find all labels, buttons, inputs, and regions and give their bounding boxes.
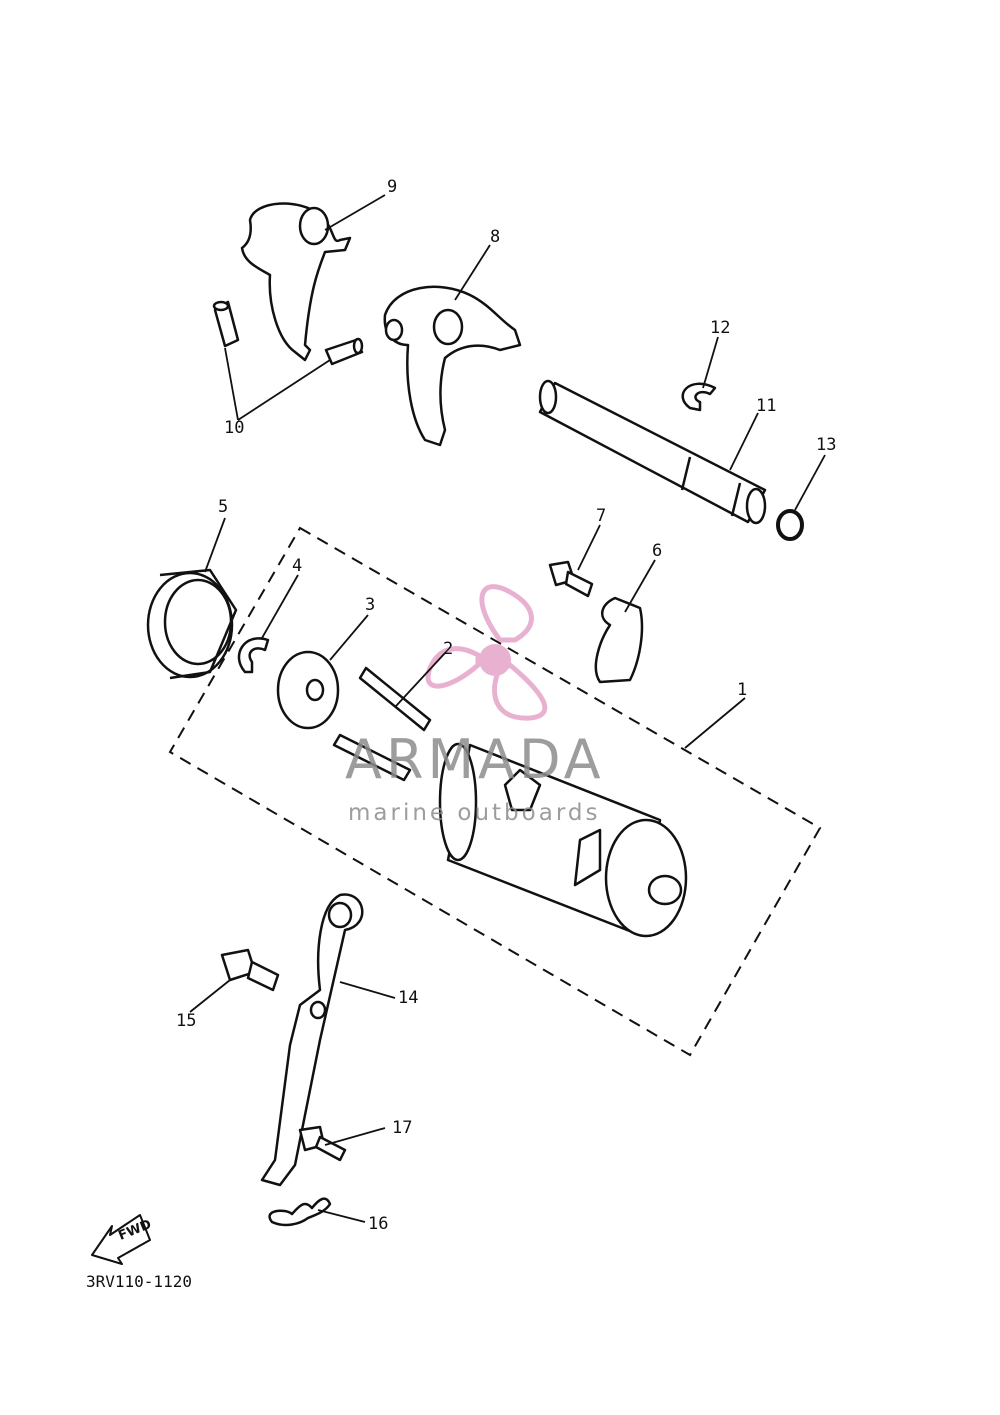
callout-15: 15 [176, 1011, 197, 1031]
callout-5: 5 [218, 497, 229, 517]
callout-13: 13 [816, 435, 837, 455]
callout-4: 4 [292, 556, 303, 576]
guide-pin-10a [212, 300, 240, 348]
shift-fork-8 [383, 285, 522, 447]
parts-line-art [91, 202, 804, 1265]
fwd-arrow-icon [91, 1214, 151, 1265]
callout-14: 14 [398, 988, 419, 1008]
guide-pin-10b [324, 337, 364, 366]
pins-2 [332, 666, 432, 782]
callout-leader-lines [189, 194, 826, 1223]
bolt-15 [220, 948, 280, 992]
callout-11: 11 [756, 396, 777, 416]
spring-16 [268, 1197, 332, 1227]
stopper-plate-6 [594, 596, 644, 684]
o-ring-13 [776, 509, 804, 541]
callout-12: 12 [710, 318, 731, 338]
shift-arm-14 [260, 893, 364, 1187]
callout-1: 1 [737, 680, 748, 700]
callout-10: 10 [224, 418, 245, 438]
circlip-12 [681, 382, 717, 412]
circlip-4 [237, 637, 270, 674]
callout-17: 17 [392, 1118, 413, 1138]
shift-drum-1 [438, 742, 688, 938]
callout-2: 2 [443, 639, 454, 659]
washer-3 [276, 650, 340, 730]
callout-8: 8 [490, 227, 501, 247]
watermark-title: ARMADA [345, 728, 605, 791]
callout-9: 9 [387, 177, 398, 197]
callout-3: 3 [365, 595, 376, 615]
shift-fork-9 [240, 202, 352, 362]
callout-16: 16 [368, 1214, 389, 1234]
bolt-17 [298, 1125, 347, 1162]
shift-fork-shaft-11 [538, 379, 767, 525]
watermark-subtitle: marine outboards [348, 800, 601, 826]
bolt-7 [548, 560, 594, 598]
callout-6: 6 [652, 541, 663, 561]
shift-drum-assembly-box [168, 526, 822, 1057]
callout-7: 7 [596, 506, 607, 526]
bearing-5 [146, 568, 238, 680]
diagram-code: 3RV110-1120 [86, 1272, 192, 1291]
